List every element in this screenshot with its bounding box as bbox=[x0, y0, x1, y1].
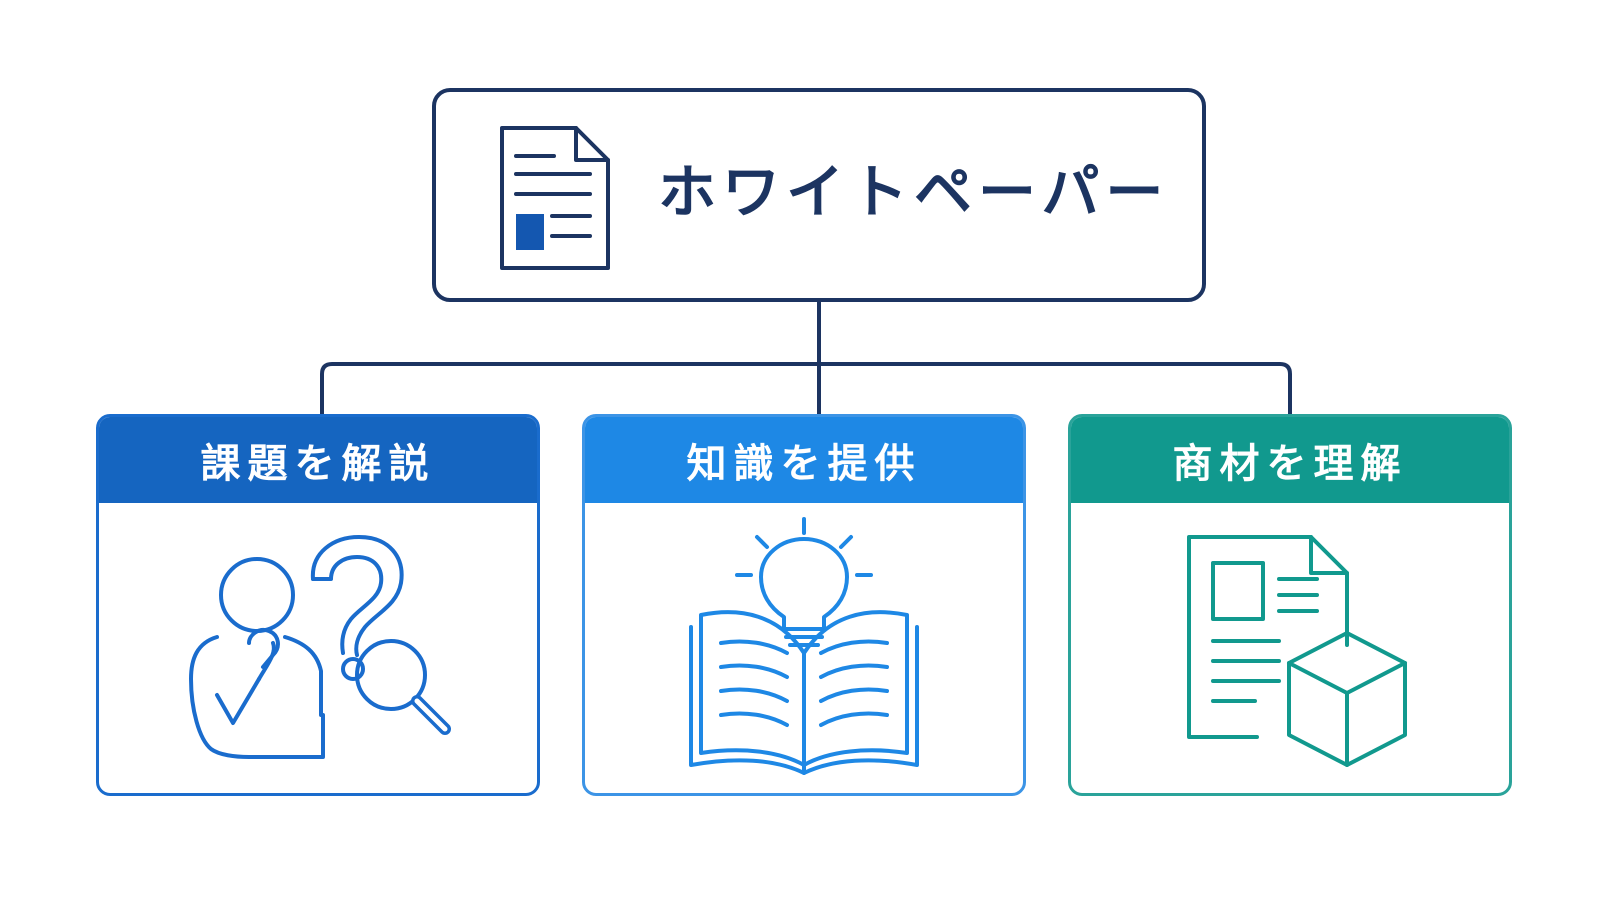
book-lightbulb-icon bbox=[689, 517, 919, 775]
card-header: 課題を解説 bbox=[99, 417, 537, 503]
document-product-box-icon bbox=[1187, 535, 1407, 767]
card-explain-issue: 課題を解説 bbox=[96, 414, 540, 796]
card-header: 知識を提供 bbox=[585, 417, 1023, 503]
connector-branch bbox=[320, 362, 1292, 414]
document-icon bbox=[500, 126, 610, 270]
root-node: ホワイトペーパー bbox=[432, 88, 1206, 302]
root-title: ホワイトペーパー bbox=[658, 158, 1170, 226]
card-header: 商材を理解 bbox=[1071, 417, 1509, 503]
card-label: 課題を解説 bbox=[200, 441, 436, 487]
thinking-person-question-magnifier-icon bbox=[189, 535, 451, 759]
card-label: 商材を理解 bbox=[1172, 441, 1408, 487]
card-label: 知識を提供 bbox=[686, 441, 922, 487]
card-provide-knowledge: 知識を提供 bbox=[582, 414, 1026, 796]
card-understand-product: 商材を理解 bbox=[1068, 414, 1512, 796]
